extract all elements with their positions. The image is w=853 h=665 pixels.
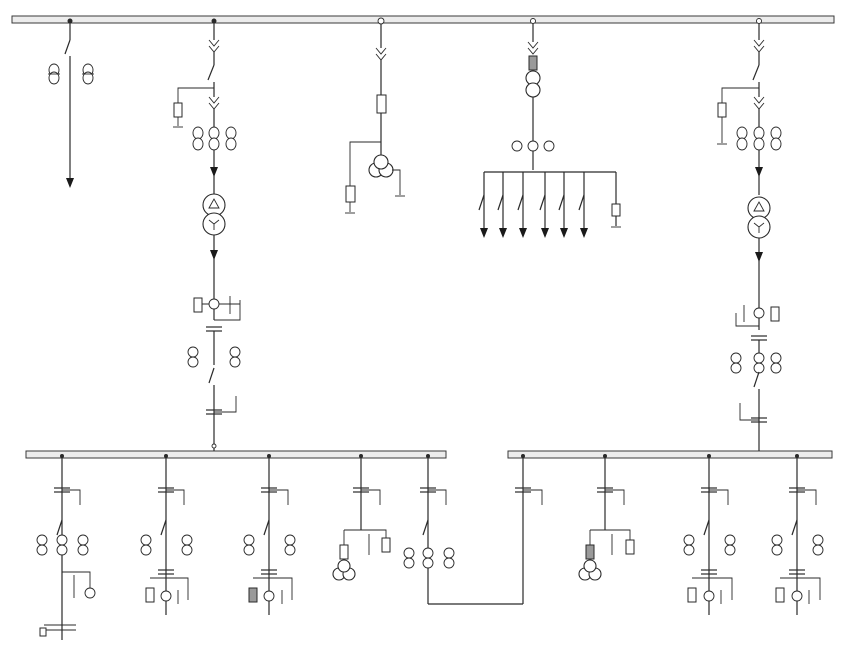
current-transformer-pair bbox=[48, 63, 94, 85]
power-transformer-right bbox=[747, 196, 771, 239]
left-lower-busbar bbox=[25, 450, 447, 459]
lower-feeder-a bbox=[36, 454, 96, 640]
lower-feeder-b bbox=[140, 454, 193, 615]
lower-feeder-d-vt bbox=[332, 454, 391, 581]
feeder-3-voltage-transformer bbox=[345, 17, 405, 214]
current-transformer-group bbox=[192, 126, 237, 151]
power-transformer-left bbox=[202, 193, 226, 236]
feeder-1-outgoing bbox=[48, 18, 94, 188]
top-busbar bbox=[11, 15, 835, 24]
lower-feeder-g-vt bbox=[578, 454, 635, 581]
right-lower-busbar bbox=[507, 450, 833, 459]
feeder-4-station-service bbox=[478, 18, 621, 238]
lower-feeder-c bbox=[243, 454, 296, 615]
distribution-outgoing-circuits bbox=[478, 172, 621, 238]
lower-feeder-h bbox=[683, 454, 736, 615]
lower-feeder-e-tie bbox=[403, 454, 523, 605]
lower-feeder-f-tie bbox=[515, 454, 543, 604]
feeder-5-transformer-incomer bbox=[717, 18, 782, 451]
feeder-2-transformer-incomer bbox=[173, 18, 241, 451]
lower-feeder-i bbox=[771, 454, 824, 615]
